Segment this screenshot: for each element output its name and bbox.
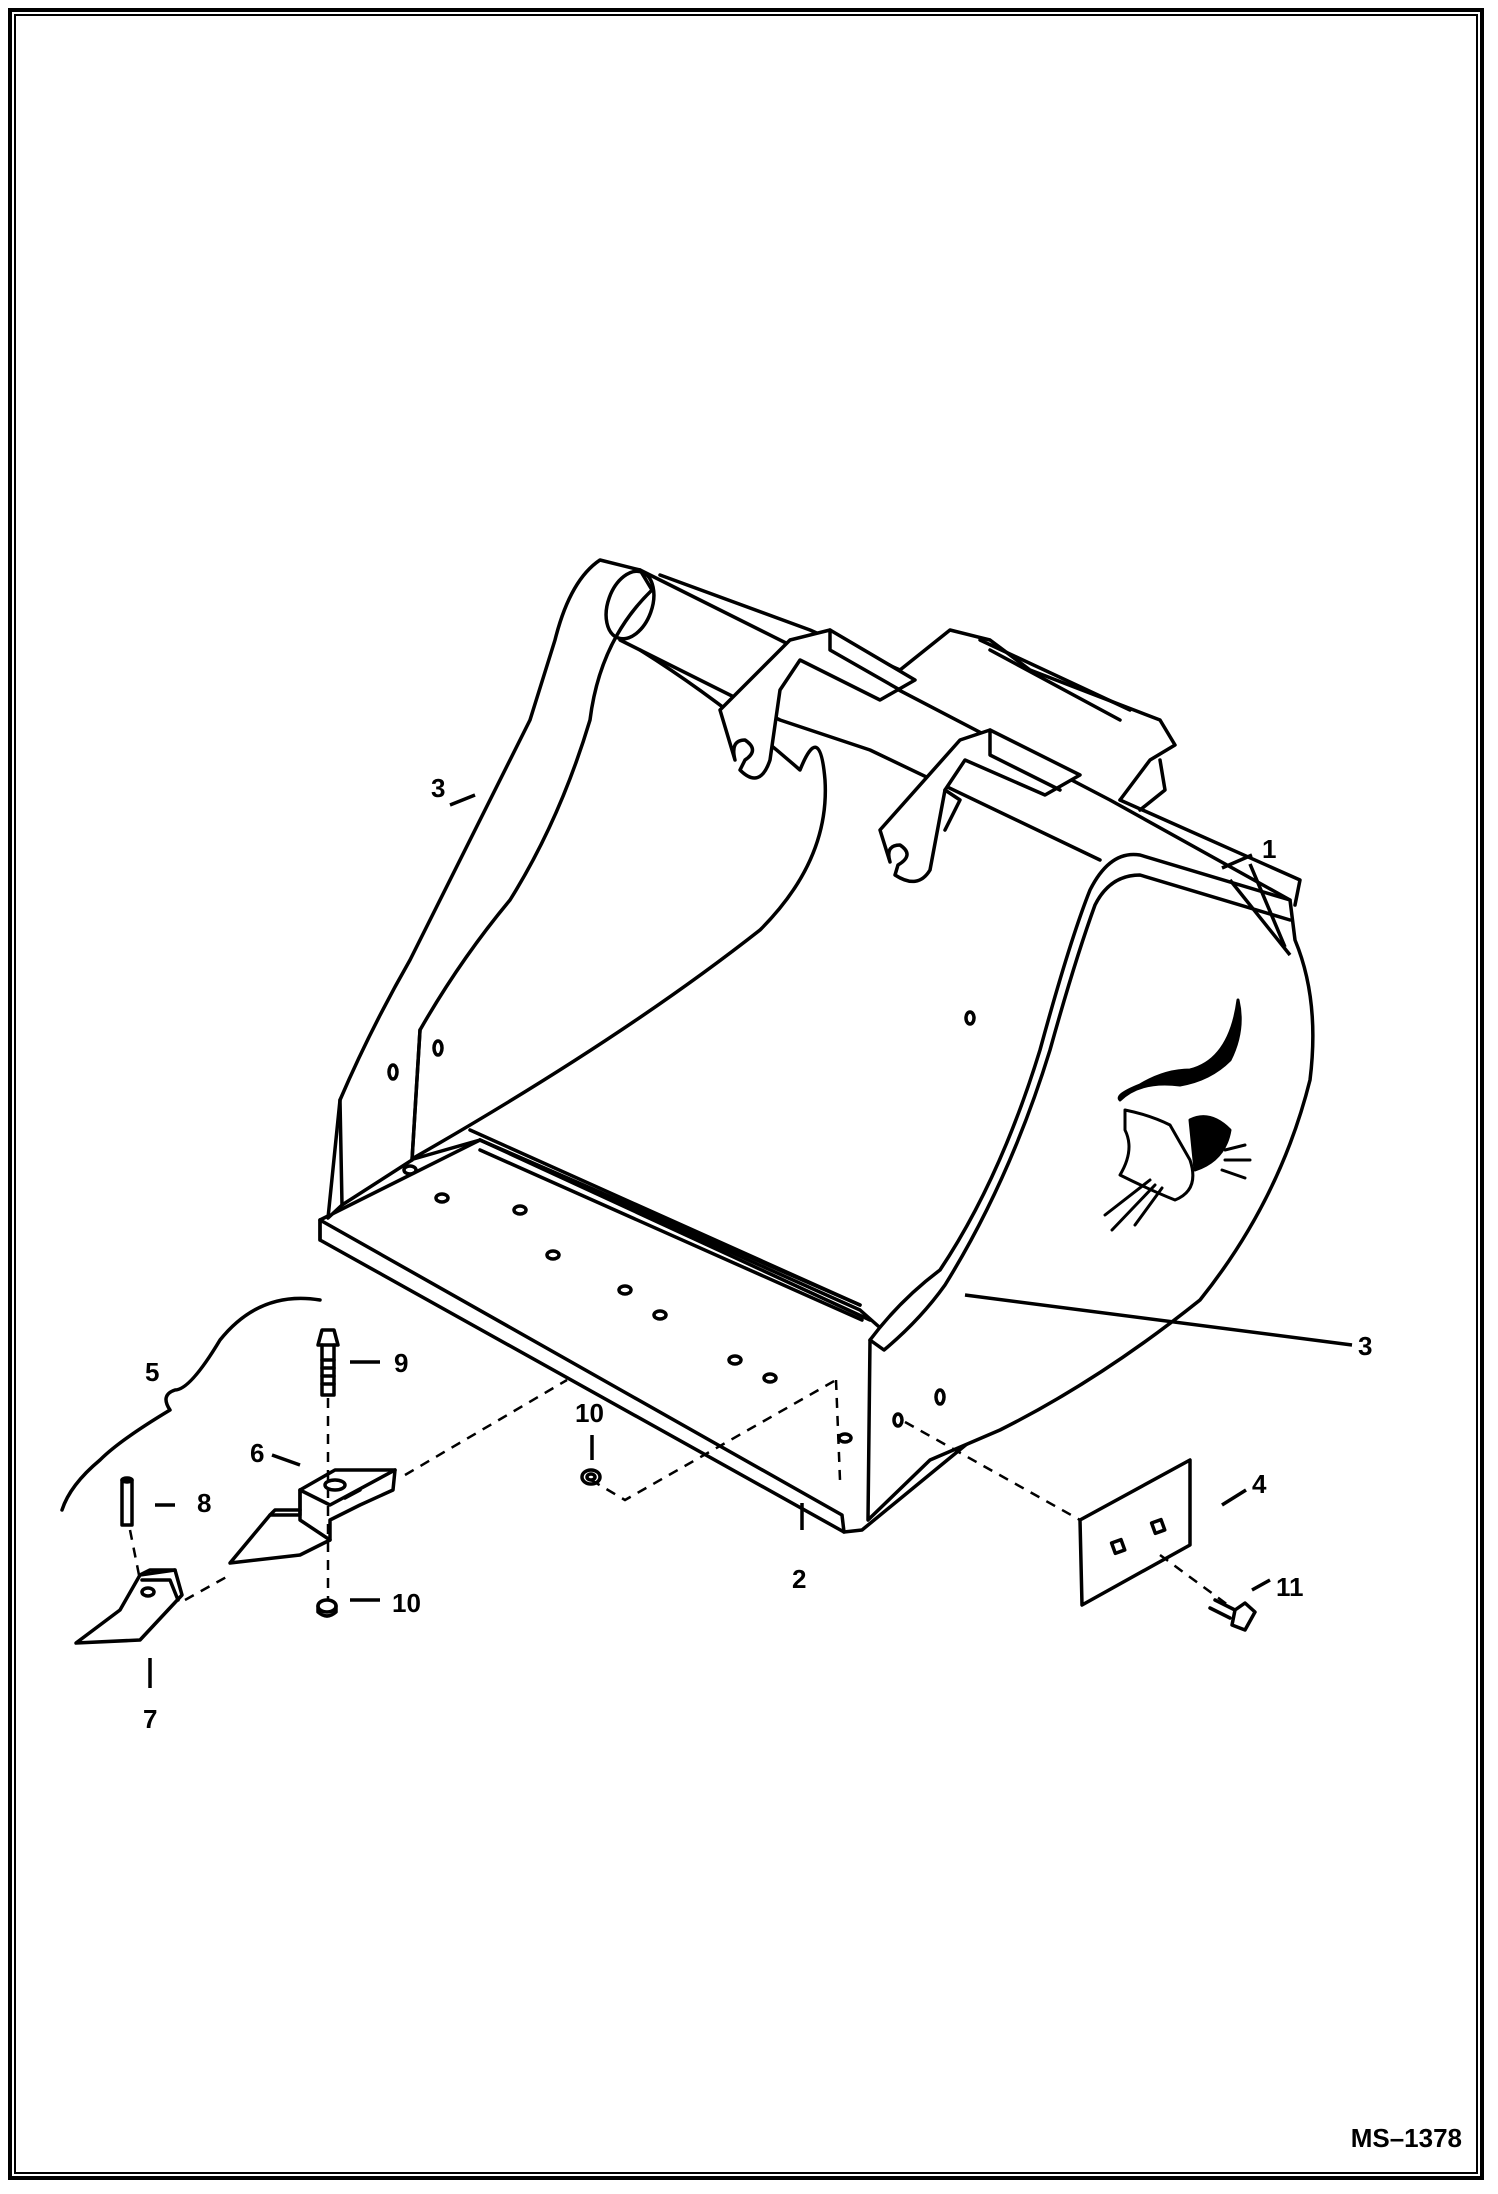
adapter-nut — [316, 1598, 338, 1618]
callout-7: 7 — [143, 1704, 157, 1734]
callout-10-upper: 10 — [575, 1398, 604, 1428]
left-side-plate — [326, 558, 654, 1220]
bucket-tooth — [74, 1568, 184, 1645]
mounting-lug-right — [878, 728, 1082, 884]
callout-1: 1 — [1262, 834, 1276, 864]
drawing-frame-inner — [14, 14, 1478, 2174]
drawing-reference-number: MS–1378 — [1350, 2123, 1462, 2153]
leader-lines — [148, 793, 1353, 1688]
side-cutter — [1078, 1458, 1192, 1607]
callout-11: 11 — [1276, 1572, 1304, 1602]
callout-3-right: 3 — [1358, 1331, 1372, 1361]
tooth-adapter — [228, 1468, 397, 1565]
callout-9: 9 — [394, 1348, 408, 1378]
callout-8: 8 — [197, 1488, 211, 1518]
mounting-lug-left — [718, 628, 917, 780]
tooth-assembly-bracket — [60, 1296, 322, 1512]
callout-6: 6 — [250, 1438, 264, 1468]
top-cross-tube — [604, 568, 1292, 902]
right-side-plate — [866, 852, 1315, 1522]
drawing-frame — [8, 8, 1484, 2180]
callout-3-left: 3 — [431, 773, 445, 803]
callout-4: 4 — [1252, 1469, 1267, 1499]
bobcat-logo-icon — [1103, 998, 1252, 1232]
callout-10-lower: 10 — [392, 1588, 421, 1618]
assembly-lines — [128, 1378, 1229, 1607]
side-cutter-bolt — [1208, 1598, 1257, 1632]
adapter-bolt — [316, 1328, 340, 1397]
bucket-floor — [402, 1010, 976, 1444]
callout-5: 5 — [145, 1357, 159, 1387]
tooth-pin — [120, 1476, 134, 1527]
cutting-edge-plate — [318, 1138, 992, 1534]
cutting-edge-nut — [580, 1468, 602, 1486]
callout-2: 2 — [792, 1564, 806, 1594]
